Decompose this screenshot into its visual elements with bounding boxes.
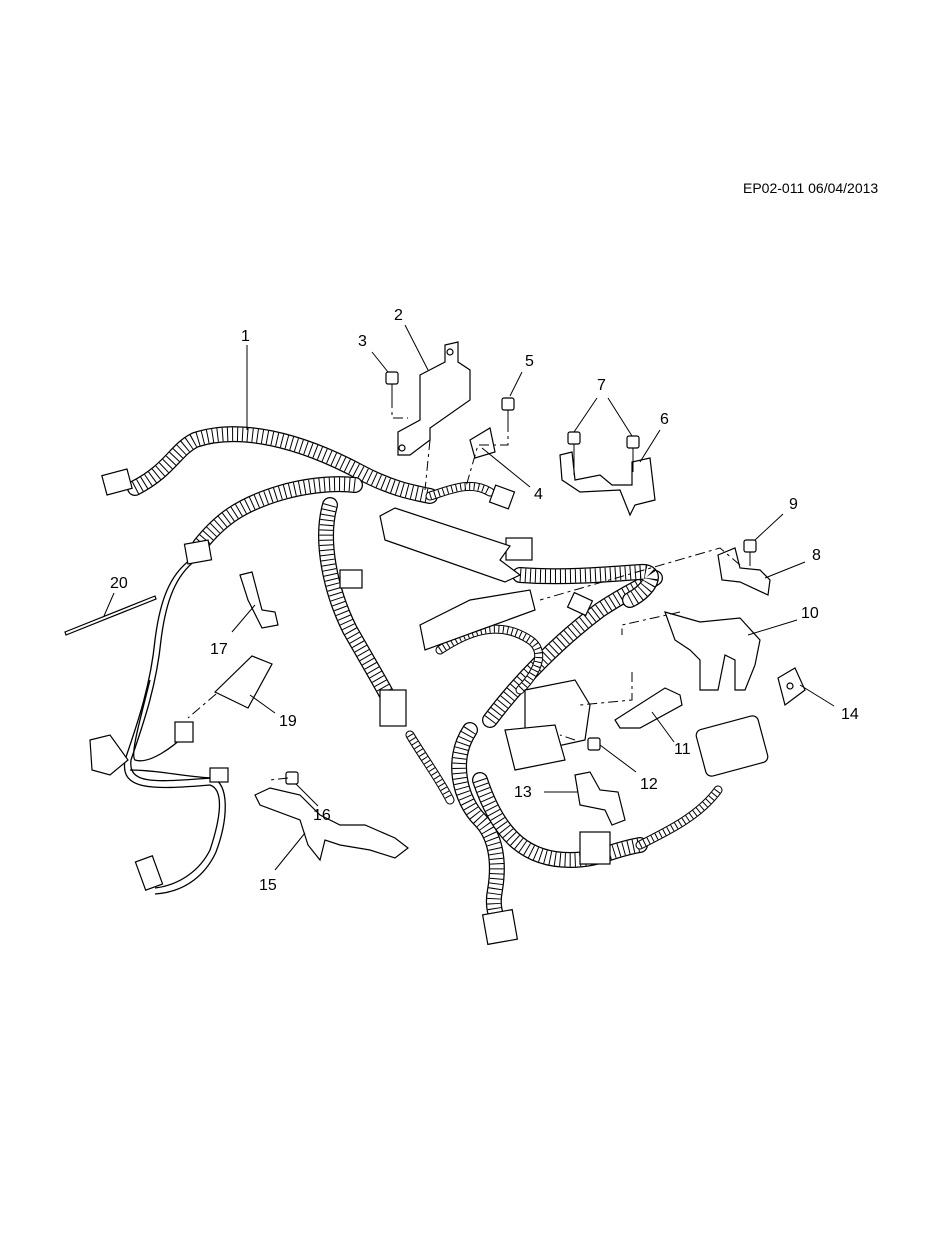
wiring-harness	[123, 426, 723, 933]
alignment-lines	[187, 398, 741, 781]
callout-6: 6	[660, 411, 669, 428]
callout-numbers: 1 2 3 4 5 6 7 8 9 10 11 12 13 14 15 16 1…	[110, 307, 859, 894]
callout-3: 3	[358, 333, 367, 350]
bracket-4	[469, 427, 496, 459]
leader-lines	[103, 324, 835, 871]
bracket-10	[664, 611, 761, 691]
bolt-7b	[626, 435, 640, 462]
clip-17	[239, 571, 279, 629]
callout-10: 10	[801, 605, 819, 622]
bracket-6	[559, 451, 656, 517]
callout-4: 4	[534, 486, 543, 503]
callout-2: 2	[394, 307, 403, 324]
bolt-5	[501, 397, 515, 422]
callout-16: 16	[313, 807, 331, 824]
callout-13: 13	[514, 784, 532, 801]
sleeve-19	[213, 655, 273, 709]
bracket-15	[254, 787, 409, 862]
bracket-2	[397, 341, 471, 456]
bracket-14	[777, 667, 806, 707]
callout-17: 17	[210, 641, 228, 658]
callout-14: 14	[841, 706, 859, 723]
callout-11: 11	[674, 741, 691, 758]
callout-20: 20	[110, 575, 128, 592]
callout-8: 8	[812, 547, 821, 564]
callout-9: 9	[789, 496, 798, 513]
diagram-reference: EP02-011 06/04/2013	[743, 180, 879, 196]
callout-19: 19	[279, 713, 297, 730]
callout-1: 1	[241, 328, 250, 345]
bracket-8	[717, 547, 771, 596]
callout-15: 15	[259, 877, 277, 894]
callout-12: 12	[640, 776, 658, 793]
bolt-12	[587, 737, 601, 751]
callout-5: 5	[525, 353, 534, 370]
bolt-9	[743, 539, 757, 566]
cable-tie-20	[64, 595, 157, 636]
harness-connectors	[89, 468, 769, 946]
bolt-3	[385, 371, 399, 398]
bracket-11	[614, 687, 683, 729]
callout-7: 7	[597, 377, 606, 394]
bracket-13	[574, 771, 626, 826]
fasteners	[285, 371, 757, 785]
